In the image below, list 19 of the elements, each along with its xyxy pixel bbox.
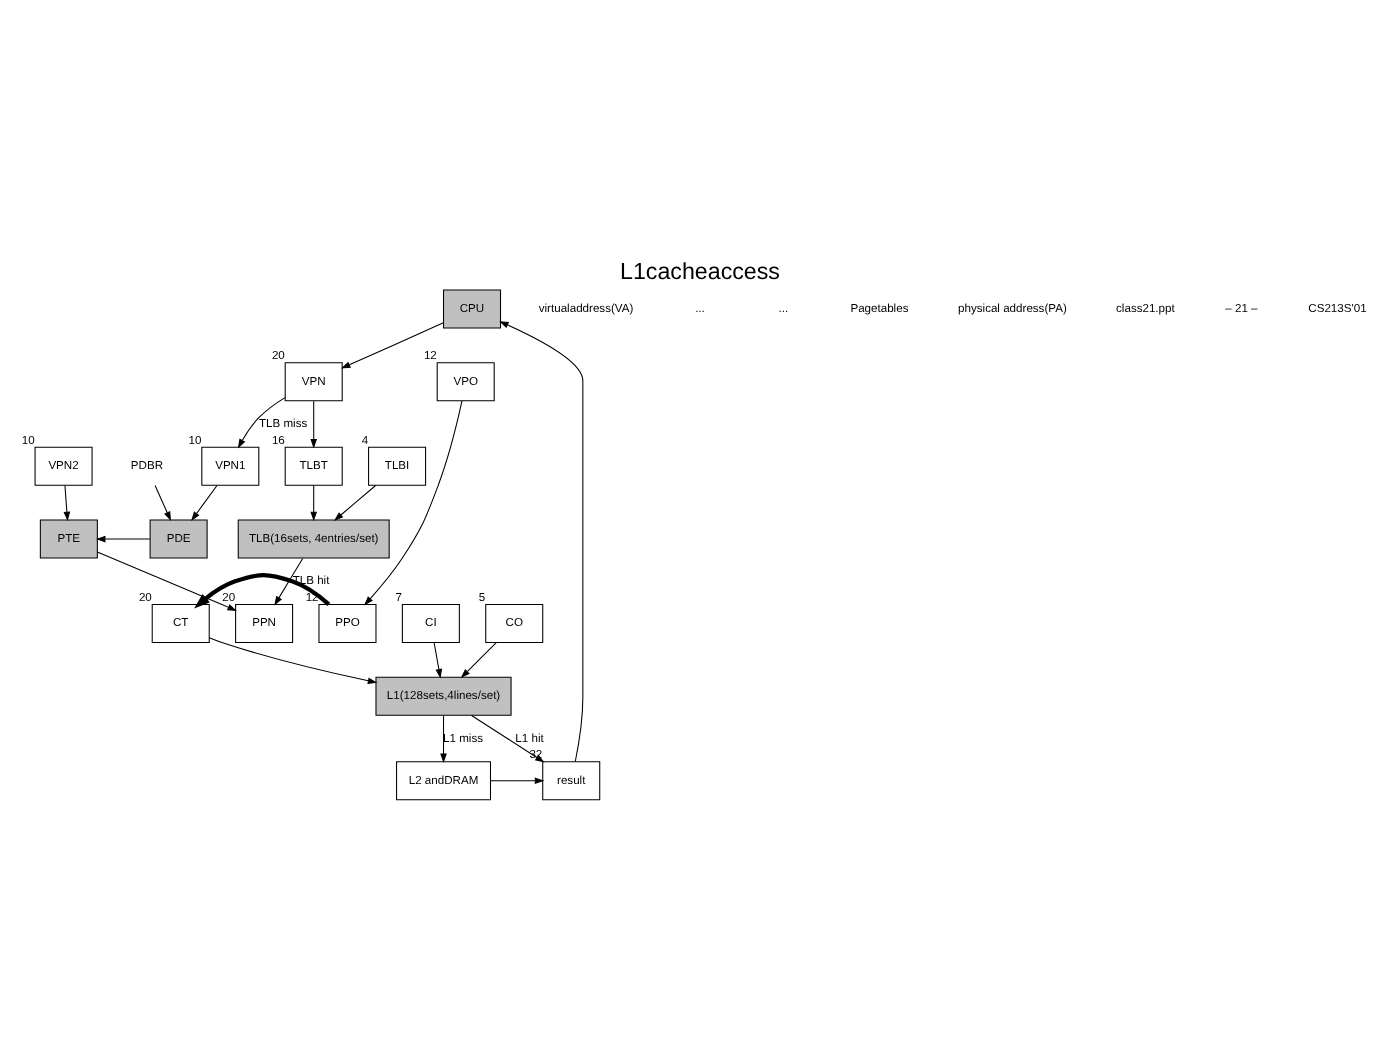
arrow <box>333 485 377 521</box>
arrow <box>433 642 443 679</box>
arrow <box>96 551 237 611</box>
arrow <box>471 714 545 763</box>
arrow <box>154 485 172 522</box>
arrow <box>490 777 545 785</box>
arrow <box>364 400 463 606</box>
arrow <box>499 321 584 763</box>
arrow <box>63 485 71 522</box>
arrow <box>194 573 331 609</box>
arrow <box>208 637 378 685</box>
arrow <box>310 400 318 449</box>
diagram-title: L1cacheaccess <box>620 259 780 286</box>
arrow <box>460 642 497 679</box>
arrow <box>237 397 286 449</box>
arrow <box>191 485 218 521</box>
arrow <box>95 535 151 543</box>
arrow <box>340 322 444 369</box>
arrow <box>310 485 318 522</box>
